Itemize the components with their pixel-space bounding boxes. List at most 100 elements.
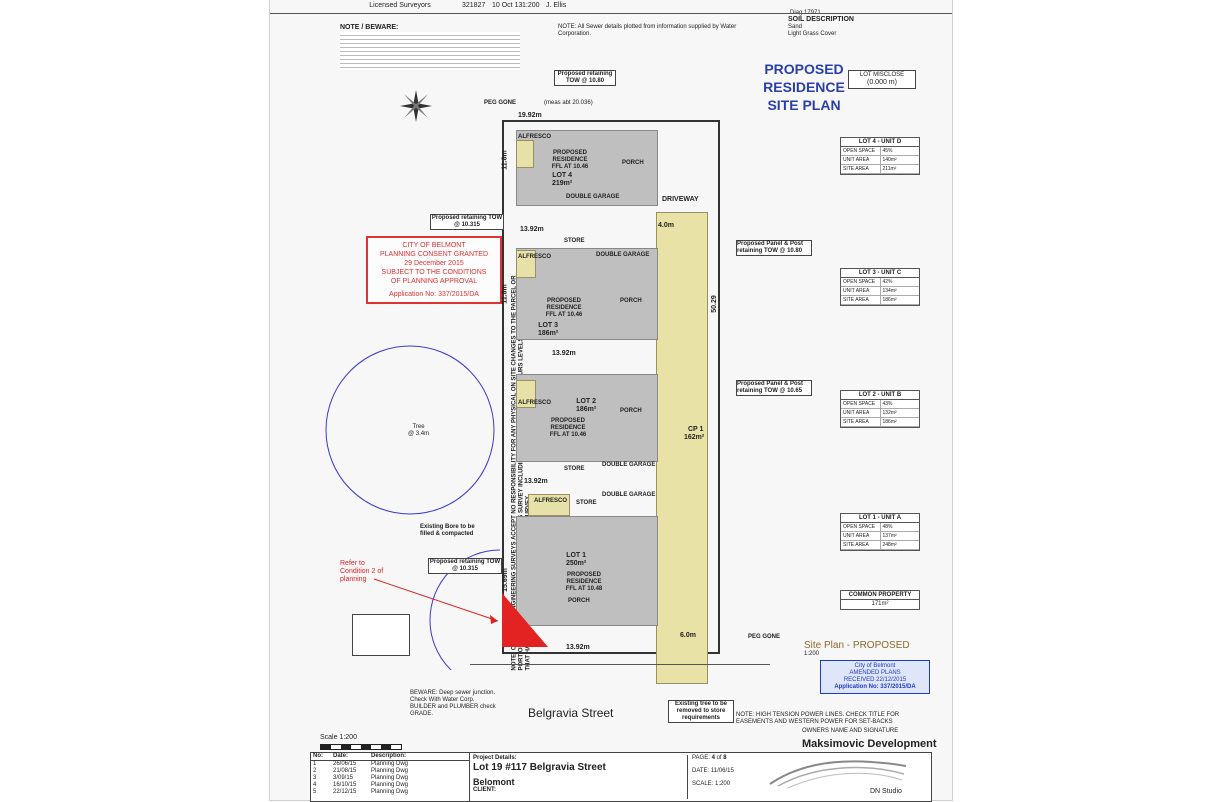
soil-line2: Light Grass Cover [788,31,837,37]
hv-power-note: NOTE: HIGH TENSION POWER LINES. CHECK TI… [736,712,900,725]
rev-desc: Planning Dwg [371,768,409,774]
page-info: PAGE: 4 of 8 [692,755,812,762]
planning-consent-stamp: CITY OF BELMONT PLANNING CONSENT GRANTED… [366,236,502,304]
client-label: CLIENT: [473,787,496,793]
retaining-note-4: Proposed Panel & Post retaining TOW @ 10… [736,380,812,396]
lot-2-area: 186m² [576,406,597,413]
lot-1-garage: DOUBLE GARAGE [602,492,656,498]
lot-3-ffl: FFL AT 10.46 [545,312,583,318]
page-label: PAGE: [692,755,710,761]
studio-name: DN Studio [870,788,902,795]
beware-sewer-note: BEWARE: Deep sewer junction. Check With … [410,690,496,717]
retaining-note-1: Proposed retaining TOW @ 10.80 [554,70,616,86]
store-label-3: STORE [576,500,597,506]
lot-3-alfresco-label: ALFRESCO [518,254,551,260]
unit-c-title: LOT 3 - UNIT C [841,269,919,278]
lot-4-porch: PORCH [622,160,644,166]
unit-b-unit-label: UNIT AREA [843,410,870,416]
lot-4-name: LOT 4 [552,172,573,179]
site-plan-title: Site Plan - PROPOSED [804,640,910,651]
rev-desc: Planning Dwg [371,761,409,767]
unit-a-title: LOT 1 - UNIT A [841,514,919,523]
lot-2-label: LOT 2 186m² [576,398,596,414]
dim-d1: 11.8m [501,150,509,170]
unit-c-site: 186m² [879,296,920,304]
scale-bar [320,744,402,750]
street-name: Belgravia Street [528,706,614,720]
lot-1-label: LOT 1 250m² [566,552,586,568]
lot-4-ffl: FFL AT 10.46 [551,164,589,170]
amended-plans-stamp: City of Belmont AMENDED PLANS RECEIVED 2… [820,660,930,694]
lot-3-area: 186m² [538,330,559,337]
scale-value: 1:200 [715,781,731,787]
dim-w1: 13.92m [520,226,544,233]
sheet-info: PAGE: 4 of 8 DATE: 11/06/15 SCALE: 1:200 [687,755,812,799]
rev-no: 2 [313,768,317,774]
unit-d-open-label: OPEN SPACE [843,148,876,154]
common-value: 171m² [871,601,889,607]
amended-line4: Application No: 337/2015/DA [834,684,916,690]
unit-c-unit-label: UNIT AREA [843,288,870,294]
refer-condition-note: Refer to Condition 2 of planning [340,560,384,583]
rev-date: 26/06/15 [333,761,357,767]
retaining-note-2: Proposed retaining TOW @ 10.315 [430,214,504,230]
rev-head-no: No: [313,753,323,759]
project-suburb: Belomont [473,777,515,787]
store-label-1: STORE [564,238,585,244]
lot-2-res: PROPOSED RESIDENCE [550,418,586,431]
soil-title: SOIL DESCRIPTION [788,16,854,23]
rev-no: 1 [313,761,317,767]
lot-4-alfresco [516,140,534,168]
header-rule [270,13,952,14]
lot-3-label: LOT 3 186m² [538,322,558,338]
misclose-label: LOT MISCLOSE [859,72,905,78]
project-address: Lot 19 #117 Belgravia Street [473,762,606,773]
unit-c-open-label: OPEN SPACE [843,279,876,285]
unit-d-unit-label: UNIT AREA [843,157,870,163]
rev-no: 4 [313,782,317,788]
street-line [470,664,770,665]
unit-b-site: 186m² [879,418,920,426]
stamp-line3: 29 December 2015 [404,260,464,267]
header-scale: 1:200 [522,2,540,9]
title-line2: RESIDENCE [763,79,845,95]
date-info: DATE: 11/06/15 [692,768,812,775]
unit-b-site-label: SITE AREA [843,419,869,425]
page-total: 8 [723,755,727,761]
dim-d2: 11.8m [501,284,509,304]
dim-depth: 50.29 [710,295,718,313]
driveway-width: 4.0m [658,222,674,229]
stamp-line2: PLANNING CONSENT GRANTED [380,251,488,258]
dim-measured: (meas abt 20.036) [544,100,593,106]
unit-b-site-row: SITE AREA 186m² [841,418,919,427]
plan-number: 321827 [462,2,486,9]
studio-logo-icon [769,760,907,789]
tree-diameter: @ 3.4m [408,431,430,437]
site-plan-scale: 1:200 [804,651,820,657]
lot-3-building [516,248,658,340]
rev-date: 22/12/15 [333,789,357,795]
lot-3-res: PROPOSED RESIDENCE [546,298,582,311]
rev-desc: Planning Dwg [371,789,409,795]
date-label: DATE: [692,768,710,774]
unit-c-open: 42% [879,278,920,286]
unit-a-open: 48% [879,523,920,531]
amended-line1: City of Belmont [854,663,896,669]
lot-1-alfresco [528,494,570,516]
refer-arrow-icon [373,578,548,647]
lot-2-garage: DOUBLE GARAGE [602,462,656,468]
stamp-line4: SUBJECT TO THE CONDITIONS [381,269,487,276]
beware-title: NOTE / BEWARE: [340,24,399,31]
driveway-strip [656,212,708,684]
lot-3-garage: DOUBLE GARAGE [596,252,650,258]
